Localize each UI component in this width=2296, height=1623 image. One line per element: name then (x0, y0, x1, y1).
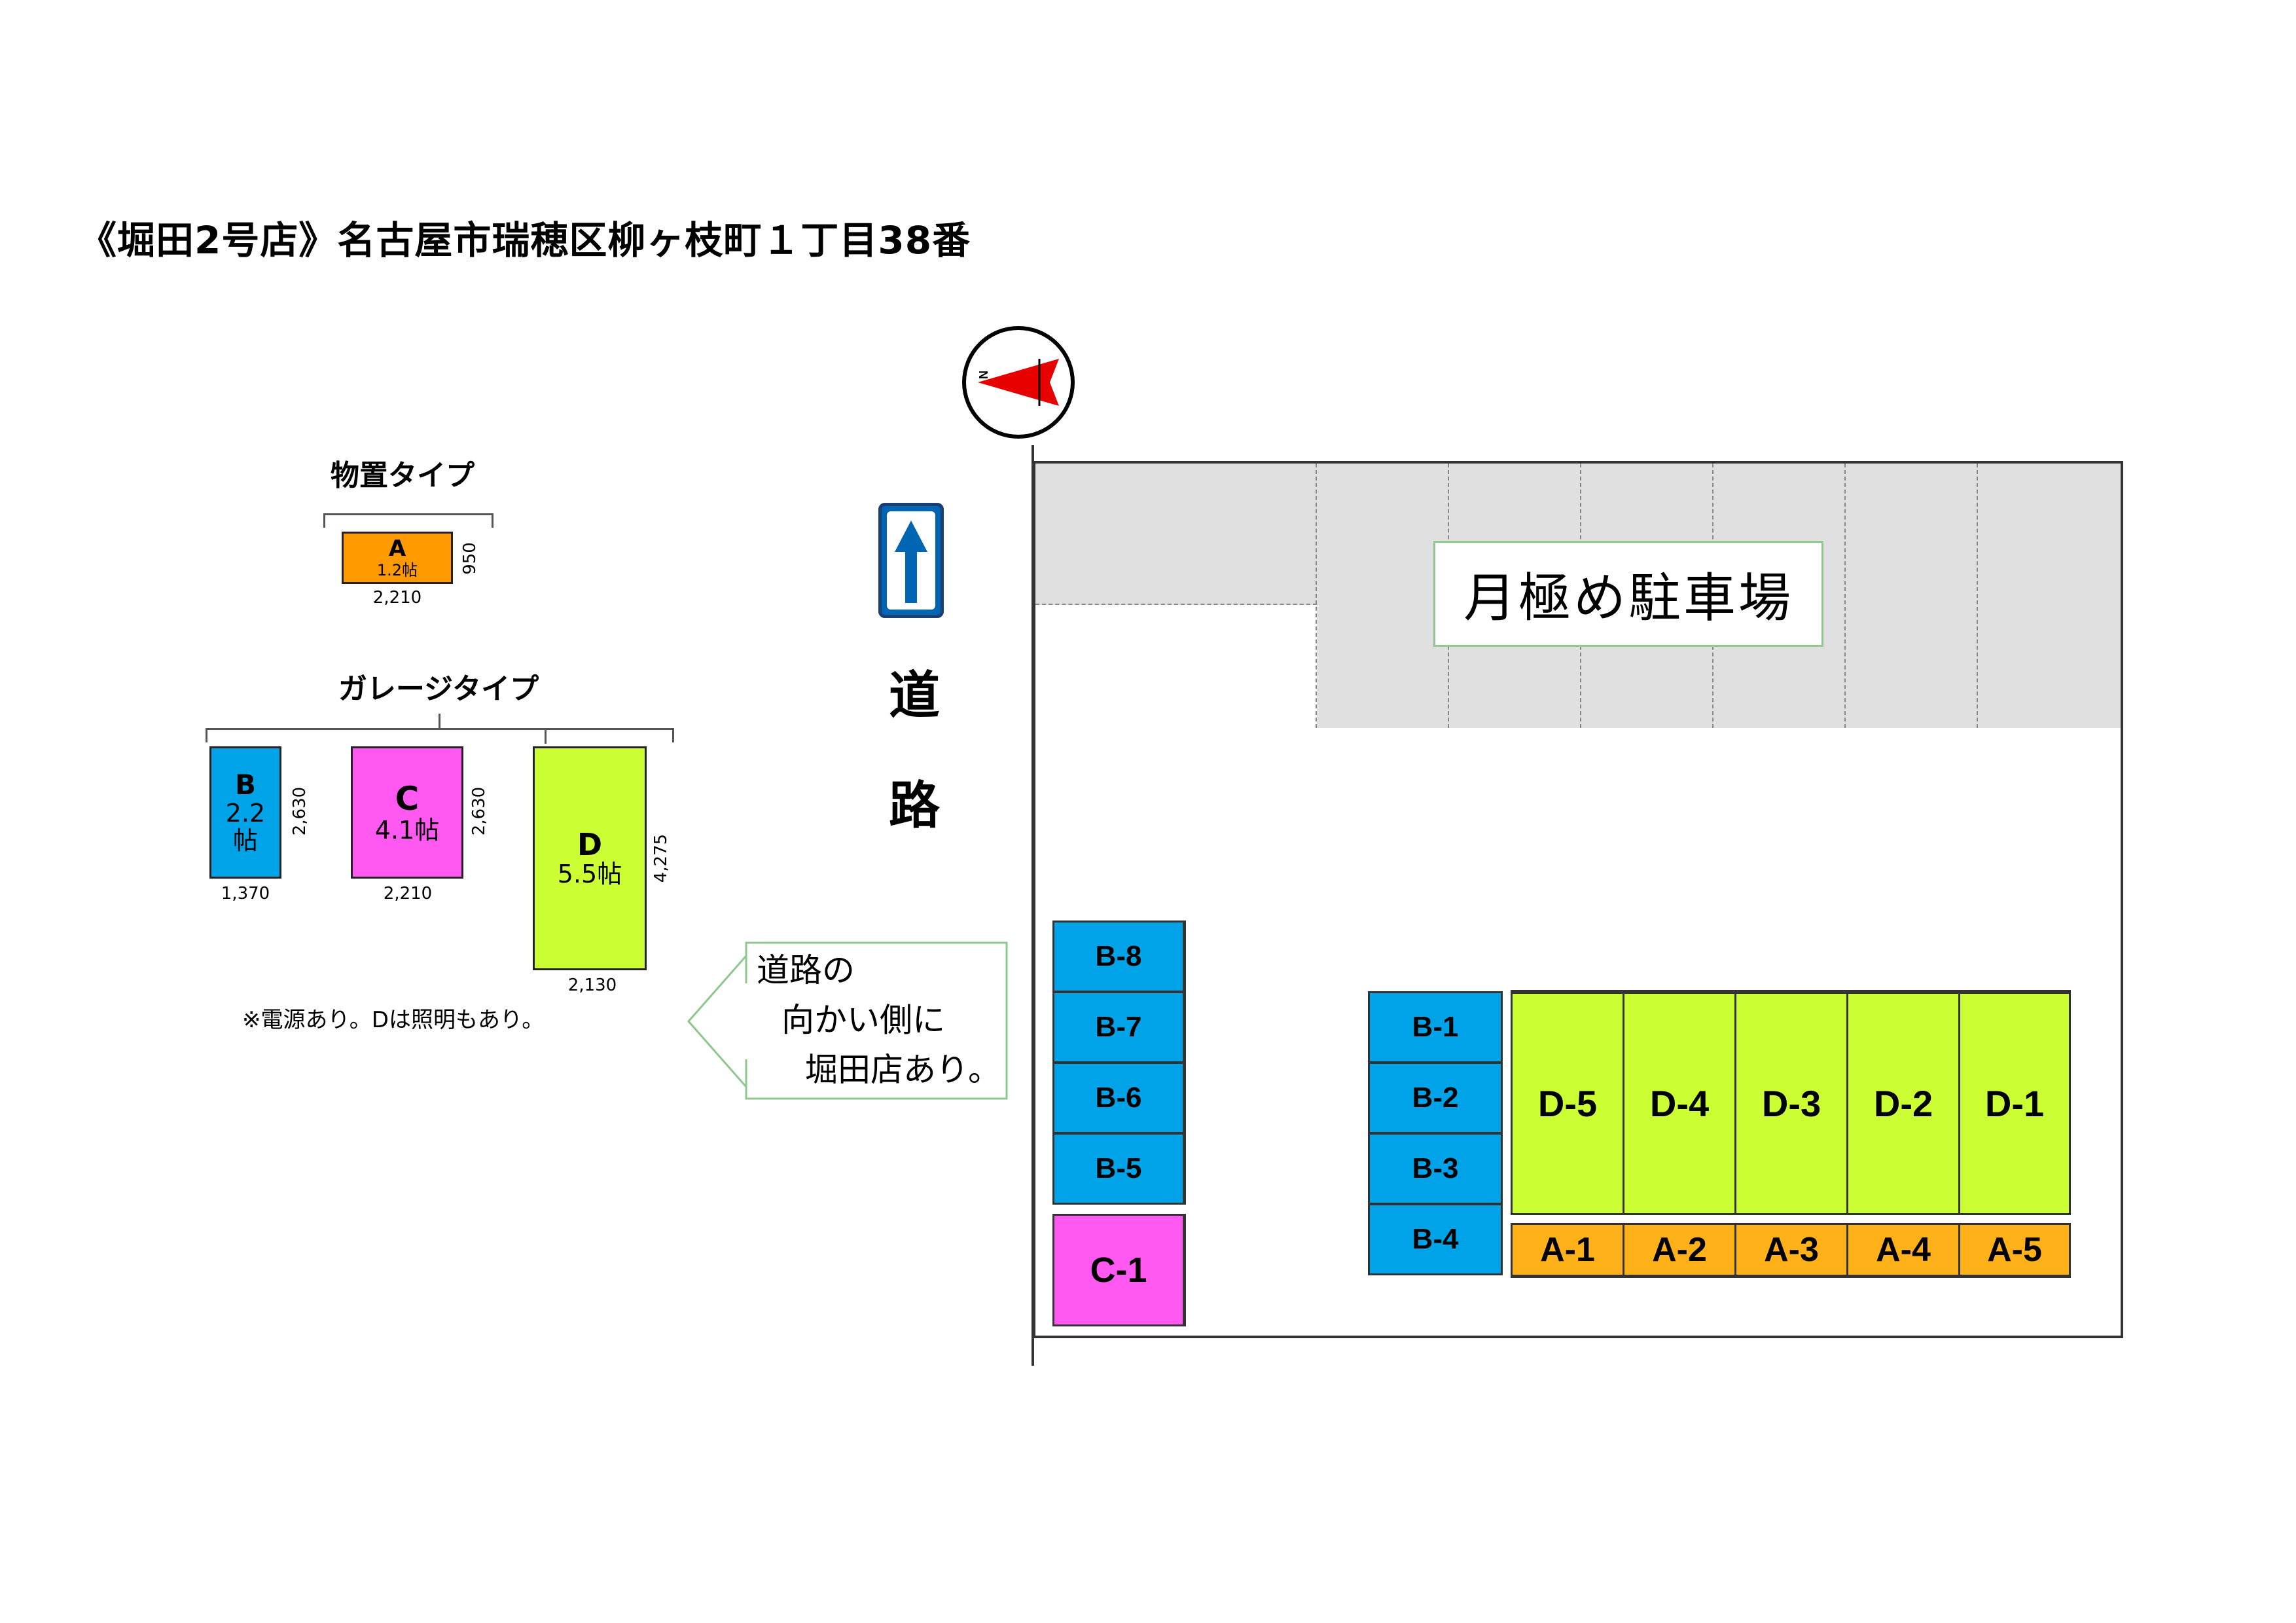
legend-unit-b-width: 1,370 (221, 884, 270, 903)
legend-unit-a: A 1.2帖 (342, 532, 453, 584)
garage-bracket-right-tick (545, 728, 547, 744)
page-title: 《堀田2号店》名古屋市瑞穂区柳ヶ枝町１丁目38番 (79, 218, 971, 263)
legend-note: ※電源あり。Dは照明もあり。 (242, 1007, 545, 1033)
legend-unit-b: B 2.2 帖 (209, 746, 281, 879)
one-way-sign (878, 503, 944, 618)
legend-unit-d-width: 2,130 (567, 976, 617, 995)
garage-type-bracket (206, 728, 674, 742)
parking-divider-1 (1316, 464, 1317, 728)
unit-b-3[interactable]: B-3 (1368, 1133, 1503, 1205)
parking-divider-6 (1977, 464, 1978, 728)
unit-a-1[interactable]: A-1 (1511, 1223, 1624, 1278)
parking-divider-5 (1844, 464, 1846, 728)
garage-type-heading: ガレージタイプ (338, 672, 539, 706)
legend-unit-b-code: B (234, 769, 256, 801)
legend-unit-d-code: D (577, 826, 603, 862)
unit-c-1[interactable]: C-1 (1052, 1214, 1186, 1326)
unit-b-5[interactable]: B-5 (1052, 1133, 1186, 1205)
legend-unit-b-size-2: 帖 (232, 826, 258, 856)
legend-unit-c: C 4.1帖 (351, 746, 463, 879)
compass-n-label: N (977, 371, 990, 379)
legend-unit-d: D 5.5帖 (533, 746, 647, 970)
unit-b-4[interactable]: B-4 (1368, 1203, 1503, 1275)
one-way-up-arrow-icon (887, 511, 935, 610)
legend-unit-a-code: A (388, 536, 406, 562)
legend-unit-d-depth: 4,275 (651, 833, 671, 883)
storage-type-bracket (323, 513, 493, 528)
unit-d-2[interactable]: D-2 (1846, 990, 1960, 1215)
unit-b-7[interactable]: B-7 (1052, 991, 1186, 1063)
unit-b-2[interactable]: B-2 (1368, 1062, 1503, 1134)
callout-line-1: 道路の (757, 951, 855, 989)
callout-arrow-outline (687, 941, 1008, 1100)
unit-b-6[interactable]: B-6 (1052, 1062, 1186, 1134)
garage-bracket-center-tick (439, 714, 440, 729)
compass: N (962, 326, 1075, 439)
unit-b-8[interactable]: B-8 (1052, 921, 1186, 993)
unit-d-5[interactable]: D-5 (1511, 990, 1624, 1215)
parking-divider-h (1035, 604, 1317, 605)
unit-a-2[interactable]: A-2 (1623, 1223, 1736, 1278)
unit-a-4[interactable]: A-4 (1846, 1223, 1960, 1278)
legend-unit-c-code: C (395, 779, 420, 818)
legend-unit-d-size: 5.5帖 (557, 860, 622, 889)
legend-unit-c-depth: 2,630 (469, 786, 489, 836)
legend-unit-a-width: 2,210 (372, 588, 422, 608)
legend-unit-c-size: 4.1帖 (374, 815, 440, 845)
unit-a-3[interactable]: A-3 (1734, 1223, 1848, 1278)
unit-d-1[interactable]: D-1 (1958, 990, 2071, 1215)
north-arrow-icon: N (977, 359, 1059, 406)
unit-b-1[interactable]: B-1 (1368, 991, 1503, 1063)
legend-unit-b-size-1: 2.2 (225, 799, 266, 828)
unit-a-5[interactable]: A-5 (1958, 1223, 2071, 1278)
legend-unit-b-depth: 2,630 (290, 786, 310, 836)
legend-unit-a-size: 1.2帖 (376, 560, 418, 579)
road-label-char-1: 道 (889, 666, 941, 725)
monthly-parking-label: 月極め駐車場 (1433, 541, 1823, 647)
road-label-char-2: 路 (889, 776, 941, 835)
legend-unit-c-width: 2,210 (383, 884, 433, 903)
callout-line-3: 堀田店あり。 (805, 1051, 1001, 1089)
storage-type-heading: 物置タイプ (331, 459, 475, 492)
callout-line-2: 向かい側に (781, 1001, 945, 1039)
unit-d-4[interactable]: D-4 (1623, 990, 1736, 1215)
legend-unit-a-depth: 950 (460, 542, 480, 575)
unit-d-3[interactable]: D-3 (1734, 990, 1848, 1215)
